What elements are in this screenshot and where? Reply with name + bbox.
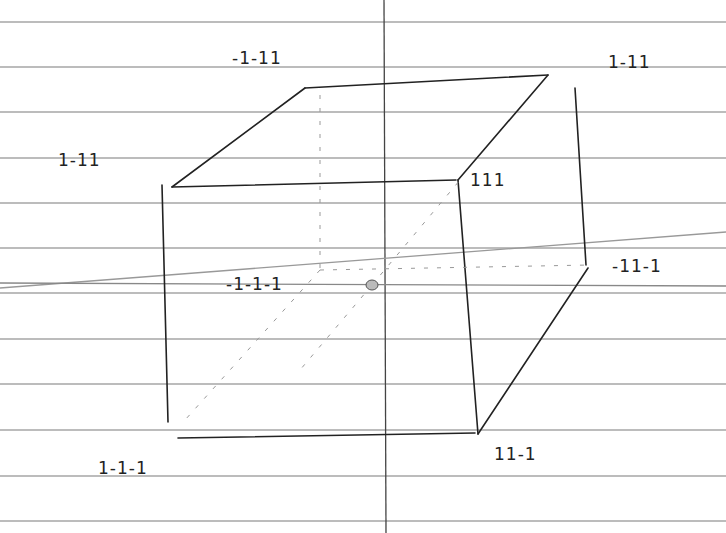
vertex-label: -1-1-1 bbox=[226, 274, 283, 294]
vertex-label: -11-1 bbox=[612, 256, 662, 276]
hidden-edges bbox=[185, 95, 590, 420]
vertex-label: 1-11 bbox=[608, 52, 651, 72]
vertex-label: 1-1-1 bbox=[98, 458, 148, 478]
vertex-label: 111 bbox=[470, 170, 505, 190]
vertex-label: 11-1 bbox=[494, 444, 537, 464]
ruled-lines bbox=[0, 22, 726, 521]
vertex-label: -1-11 bbox=[232, 48, 282, 68]
origin-dot bbox=[366, 280, 378, 290]
vertex-label: 1-11 bbox=[58, 150, 101, 170]
cube-edges bbox=[162, 75, 588, 438]
